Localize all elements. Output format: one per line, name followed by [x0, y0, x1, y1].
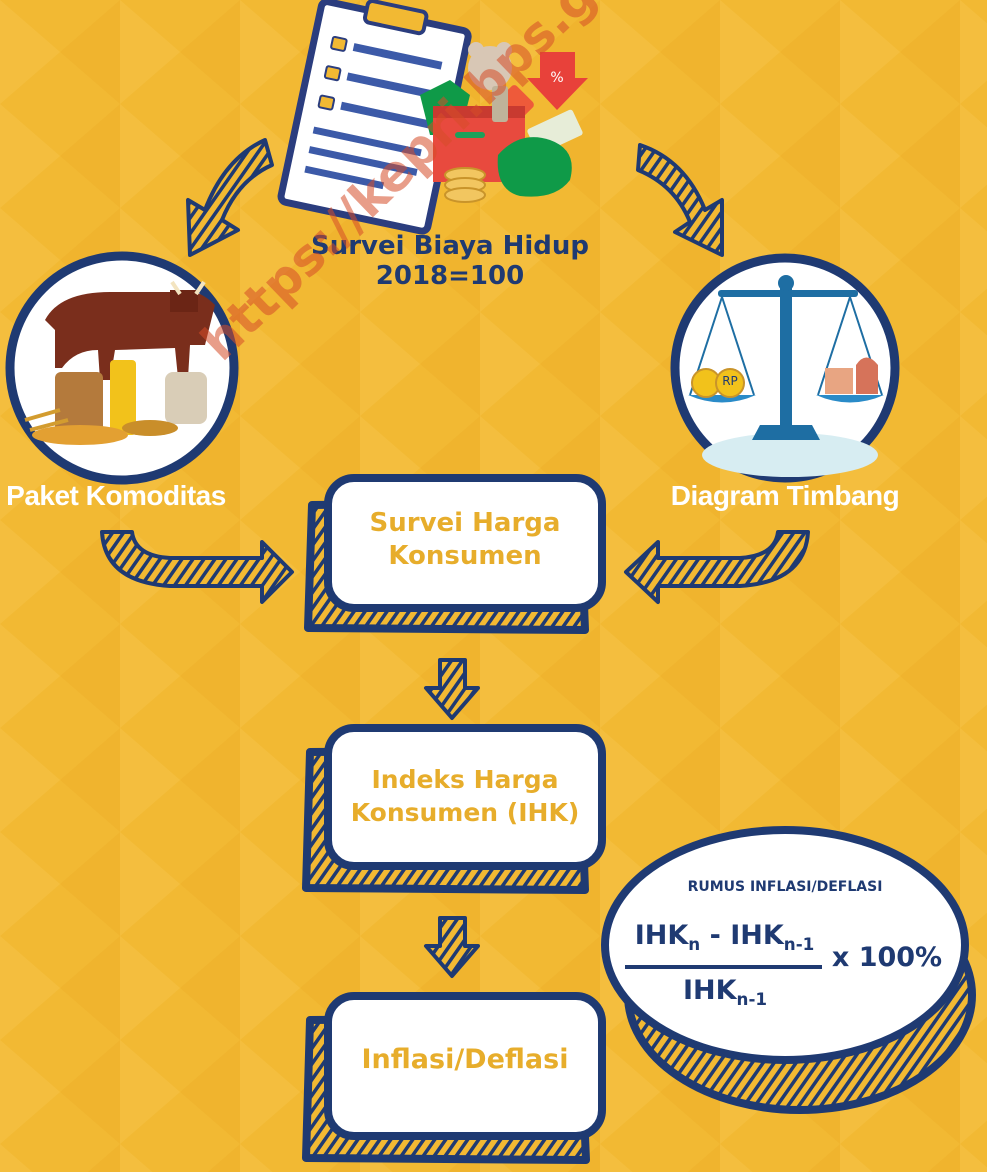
survey-title: Survei Biaya Hidup 2018=100 — [270, 231, 630, 292]
commodity-basket-icon — [5, 251, 239, 485]
arrow-down-2 — [424, 916, 480, 978]
formula-numerator: IHKn - IHKn-1 — [622, 920, 827, 954]
arrow-right-to-box — [624, 530, 810, 604]
formula-bubble — [601, 826, 976, 1114]
den-sub: n-1 — [736, 988, 768, 1009]
formula-title: RUMUS INFLASI/DEFLASI — [687, 879, 883, 895]
box2-line2: Konsumen (IHK) — [350, 797, 580, 827]
num-b-sub: n-1 — [783, 933, 815, 954]
box-survei-harga — [304, 474, 606, 634]
arrow-top-left — [186, 138, 274, 257]
box1-line2: Konsumen — [388, 541, 542, 572]
box2-line1: Indeks Harga — [371, 765, 559, 794]
box-ihk-text: Indeks Harga Konsumen (IHK) — [332, 764, 598, 829]
den: IHK — [682, 975, 737, 1006]
box-ihk — [302, 724, 606, 894]
minus-sign: - — [709, 920, 721, 951]
box-inflasi — [302, 992, 606, 1164]
paket-komoditas-label: Paket Komoditas — [6, 480, 226, 511]
survey-title-line2: 2018=100 — [375, 260, 525, 291]
num-a-sub: n — [688, 933, 701, 954]
survey-clipboard-icon: % — [277, 0, 588, 235]
diagram-timbang-label: Diagram Timbang — [670, 480, 900, 511]
arrow-left-to-box — [100, 530, 294, 604]
num-b: IHK — [730, 920, 784, 951]
formula-denominator: IHKn-1 — [640, 975, 810, 1009]
formula-times: x 100% — [831, 942, 943, 973]
coin-label: RP — [722, 374, 738, 388]
num-a: IHK — [634, 920, 689, 951]
survey-title-line1: Survei Biaya Hidup — [310, 231, 590, 261]
arrow-top-right — [636, 143, 724, 257]
svg-text:%: % — [550, 70, 563, 86]
box1-line1: Survei Harga — [369, 508, 561, 538]
arrow-down-1 — [424, 658, 480, 720]
balance-scale-icon — [670, 253, 900, 483]
box-inflasi-text: Inflasi/Deflasi — [361, 1044, 569, 1075]
box-survei-harga-text: Survei Harga Konsumen — [332, 507, 598, 574]
